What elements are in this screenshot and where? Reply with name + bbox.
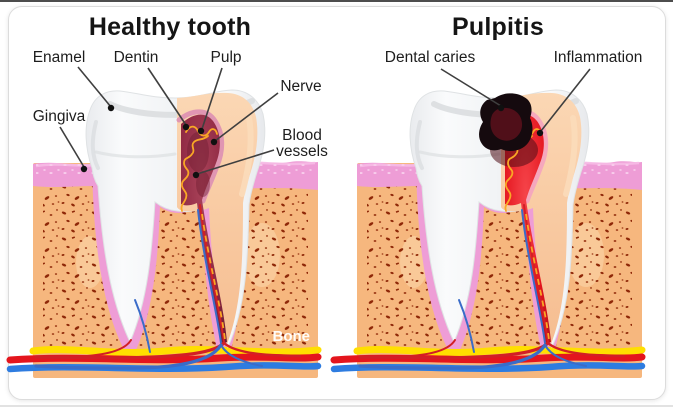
label-bone: Bone: [272, 328, 311, 345]
screenshot-top-border: [0, 0, 673, 2]
screenshot-bottom-border: [0, 405, 673, 407]
panel-title-pulpitis: Pulpitis: [452, 13, 544, 41]
label-dentin: Dentin: [113, 49, 159, 66]
panel-art-pulpitis: [330, 89, 646, 378]
label-nerve: Nerve: [280, 78, 322, 95]
panel-title-healthy-tooth: Healthy tooth: [88, 13, 252, 41]
panel-art-healthy: [6, 89, 322, 378]
label-dental-caries: Dental caries: [384, 49, 476, 66]
label-enamel: Enamel: [32, 49, 86, 66]
label-gingiva: Gingiva: [32, 108, 86, 125]
label-blood-vessels: Blood vessels: [276, 127, 328, 161]
label-pulp: Pulp: [210, 49, 242, 66]
label-leader-lines: [59, 66, 591, 179]
label-inflammation: Inflammation: [553, 49, 643, 66]
